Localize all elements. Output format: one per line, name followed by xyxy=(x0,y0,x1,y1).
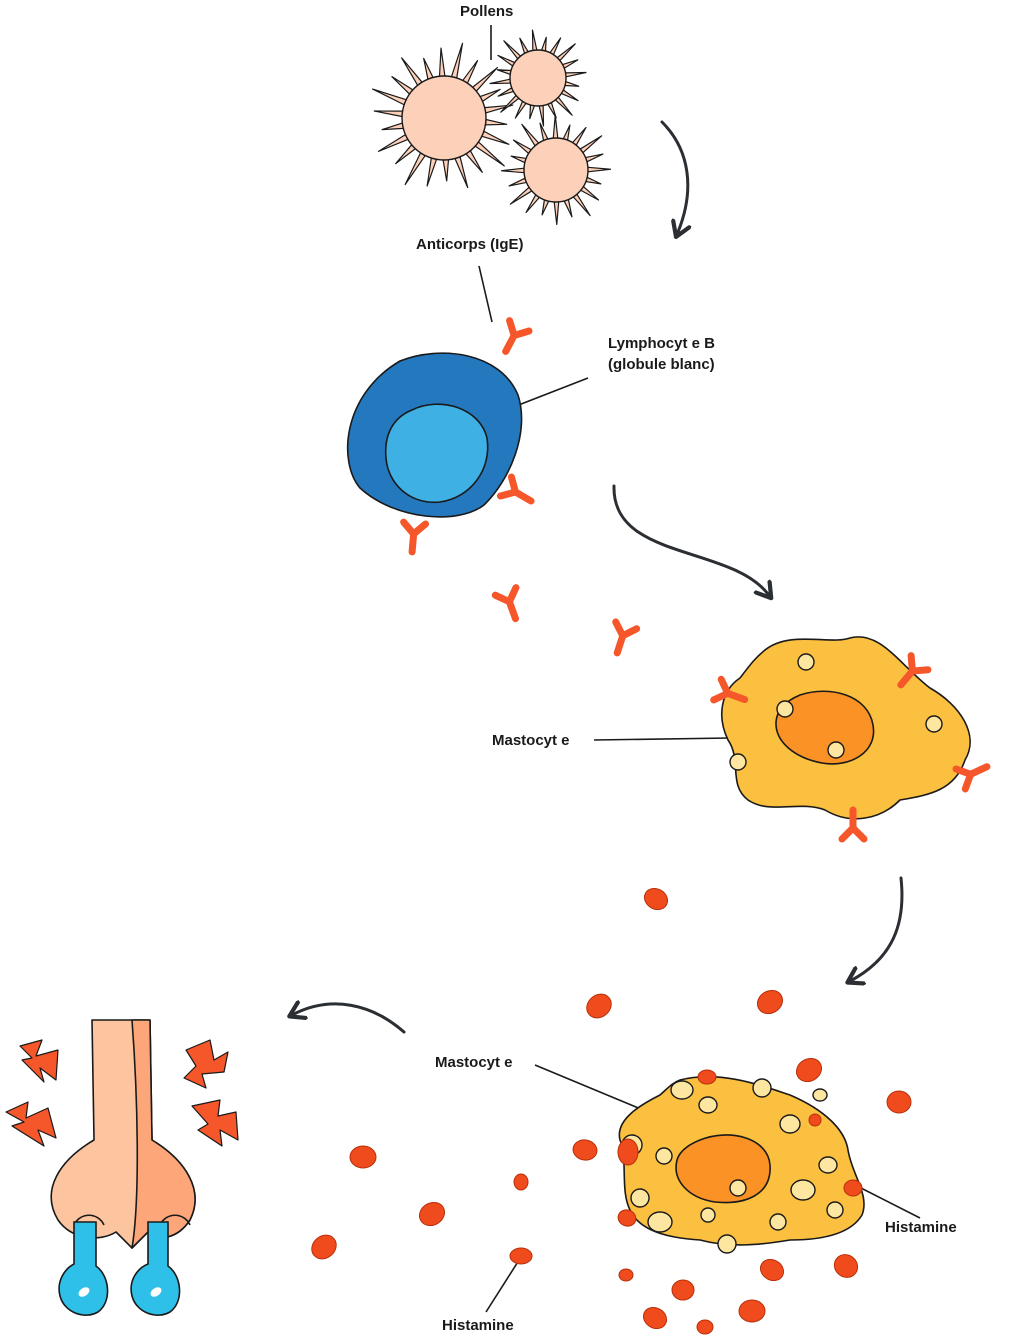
histamine-icon xyxy=(618,1268,634,1282)
irritation-spark-icon xyxy=(19,1039,59,1083)
histamine-icon xyxy=(642,1306,668,1330)
histamine-icon xyxy=(643,887,669,911)
histamine-icon xyxy=(886,1090,912,1114)
histamine-icon xyxy=(311,1234,337,1260)
pollen-icon xyxy=(372,29,612,226)
histamine-icon xyxy=(756,989,784,1015)
pollen-icon xyxy=(372,42,514,189)
antibody-icon xyxy=(495,588,526,623)
histamine-icon xyxy=(349,1145,377,1169)
histamine-icon xyxy=(696,1319,714,1335)
lymphocyte-label: Lymphocyt e B (globule blanc) xyxy=(608,335,715,373)
histamine-icon xyxy=(843,1179,863,1197)
histamine-icon xyxy=(738,1299,766,1323)
histamine-label: Histamine xyxy=(442,1317,514,1334)
histamine-icon xyxy=(697,1069,717,1085)
histamine-icon xyxy=(572,1139,598,1161)
mastocyte-icon xyxy=(618,1075,865,1254)
histamine-icon xyxy=(671,1279,695,1301)
mastocyte-icon xyxy=(720,636,971,820)
pollen-group xyxy=(372,29,612,226)
mastocyte-label: Mastocyt e xyxy=(492,732,570,749)
anticorps-label: Anticorps (IgE) xyxy=(416,236,524,253)
irritation-sparks xyxy=(5,1039,239,1147)
anticorps-leader xyxy=(478,265,493,323)
arrow-icon xyxy=(852,876,904,980)
irritation-spark-icon xyxy=(5,1101,57,1147)
histamine-icon xyxy=(513,1173,529,1191)
histamine-icon xyxy=(759,1258,785,1282)
antibody-icon xyxy=(496,321,529,357)
histamine-group xyxy=(311,887,912,1335)
histamine-icon xyxy=(617,1209,637,1227)
arrow-icon xyxy=(294,1004,406,1034)
histamine-icon xyxy=(833,1254,859,1278)
pollen-icon xyxy=(500,114,612,226)
mastocyte-label: Mastocyt e xyxy=(435,1054,513,1071)
histamine-icon xyxy=(795,1057,823,1083)
mastocyte-1-leader xyxy=(593,737,731,741)
antibody-icon xyxy=(607,622,637,656)
lymphocyte-icon xyxy=(346,352,523,518)
histamine-icon xyxy=(617,1138,639,1166)
antibody-icon xyxy=(401,522,425,553)
arrow-icon xyxy=(660,120,688,232)
histamine-label: Histamine xyxy=(885,1219,957,1236)
histamine-icon xyxy=(586,993,612,1019)
arrow-icon xyxy=(612,484,768,594)
pollen-icon xyxy=(489,29,587,127)
histamine-right-leader xyxy=(856,1185,921,1219)
histamine-icon xyxy=(509,1247,533,1265)
pollens-label: Pollens xyxy=(460,3,514,20)
runny-nose-icon xyxy=(50,1019,196,1316)
antibody-icon xyxy=(500,477,536,511)
histamine-icon xyxy=(418,1201,446,1227)
irritation-spark-icon xyxy=(191,1099,239,1147)
irritation-spark-icon xyxy=(183,1039,229,1089)
histamine-icon xyxy=(808,1113,822,1127)
histamine-bottom-leader xyxy=(485,1256,522,1313)
